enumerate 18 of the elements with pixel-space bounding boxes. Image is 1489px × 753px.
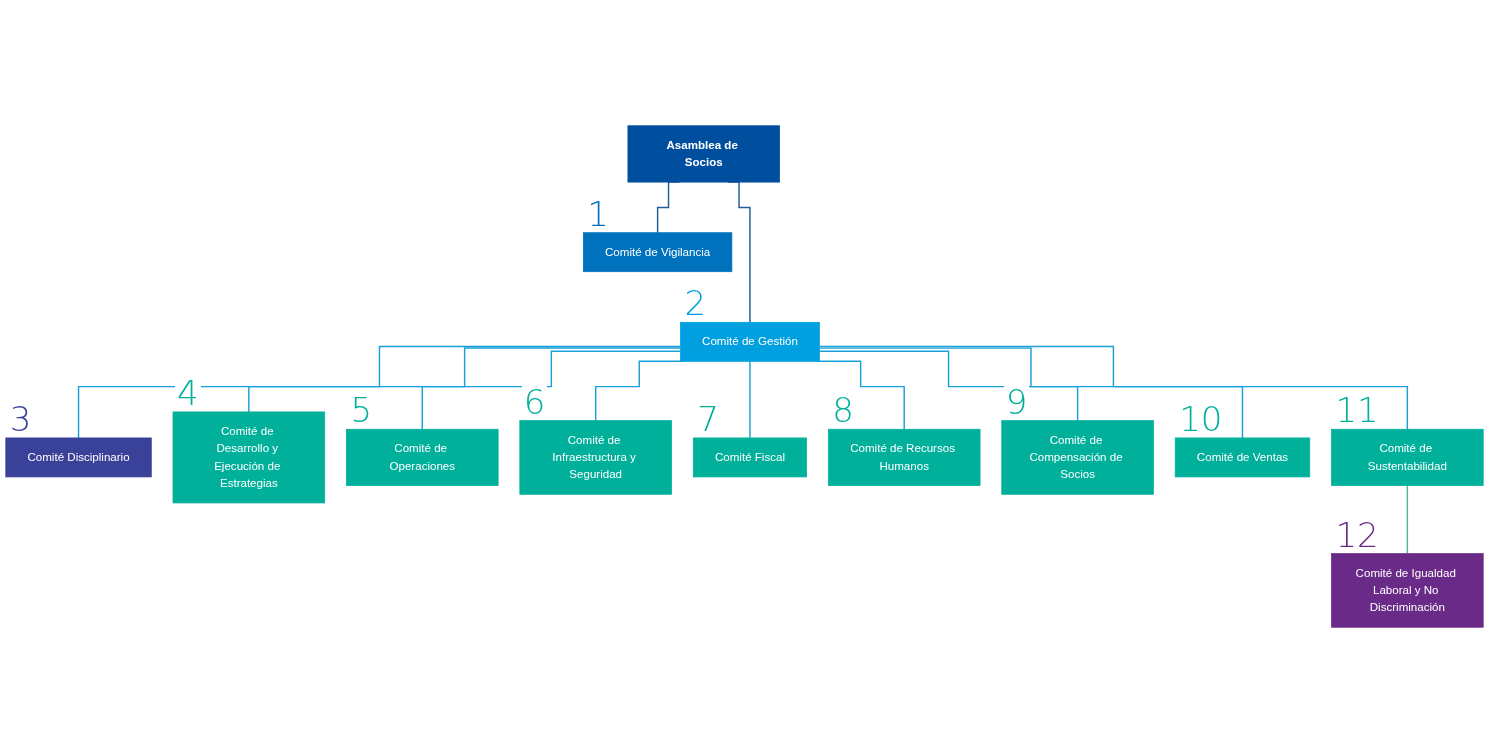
node-box: Comité de Vigilancia xyxy=(583,232,733,273)
node-box: Comité de Operaciones xyxy=(346,428,499,486)
connector xyxy=(248,347,682,413)
node-box: Asamblea de Socios xyxy=(627,125,780,183)
node-box: Comité de Recursos Humanos xyxy=(827,428,981,486)
connector xyxy=(421,350,682,430)
connector xyxy=(77,345,682,439)
node-box: Comité de Gestión xyxy=(680,321,820,362)
connector xyxy=(1406,484,1409,555)
connector xyxy=(749,360,751,439)
node-box: Comité de Infraestructura y Seguridad xyxy=(519,420,672,495)
node-box: Comité Disciplinario xyxy=(5,437,152,478)
node-box: Comité Fiscal xyxy=(692,437,807,478)
node-box: Comité de Ventas xyxy=(1174,437,1311,478)
node-box: Comité de Igualdad Laboral y No Discriminación xyxy=(1331,553,1484,628)
node-box: Comité de Compensación de Socios xyxy=(1001,420,1154,495)
node-box: Comité de Sustentabilidad xyxy=(1331,428,1484,486)
node-box: Comité de Desarrollo y Ejecución de Estrategias xyxy=(172,411,326,504)
